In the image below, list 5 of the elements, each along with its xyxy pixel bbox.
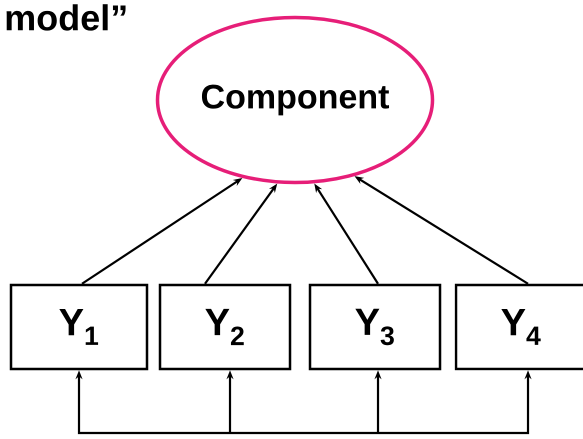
variable-box: Y$_{3}$: [308, 284, 442, 370]
variable-box: Y$_{4}$: [454, 284, 583, 370]
variable-box: Y$_{1}$: [10, 284, 148, 370]
title: model”: [6, 4, 126, 31]
variable-box: Y$_{2}$: [158, 284, 292, 370]
